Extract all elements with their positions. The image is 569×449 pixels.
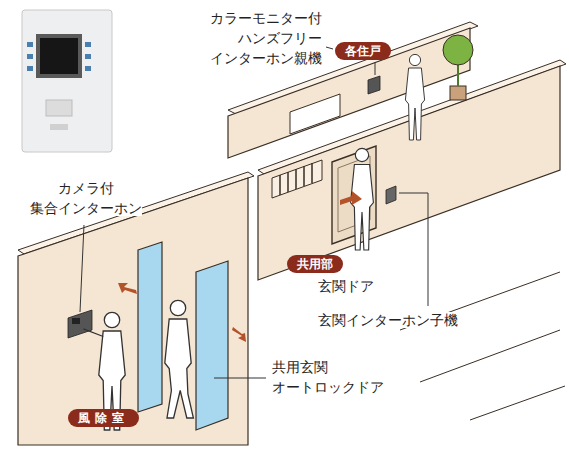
arm bbox=[83, 329, 103, 337]
leader-line bbox=[214, 378, 266, 379]
callout-label: カメラ付 集合インターホン bbox=[30, 178, 142, 218]
body bbox=[351, 165, 374, 251]
grille-bars bbox=[280, 163, 312, 195]
label-text: 玄関ドア bbox=[318, 278, 374, 294]
floor-line bbox=[400, 272, 565, 420]
window bbox=[290, 94, 340, 134]
monitor-button bbox=[27, 54, 33, 59]
indoor-unit bbox=[368, 76, 380, 94]
monitor-button bbox=[85, 66, 91, 71]
people bbox=[83, 54, 424, 430]
head bbox=[104, 312, 119, 327]
monitor-button bbox=[85, 54, 91, 59]
monitor-button bbox=[50, 124, 68, 130]
grille bbox=[272, 160, 322, 198]
move-arrow bbox=[118, 283, 137, 294]
door-intercom bbox=[386, 186, 396, 204]
head bbox=[170, 300, 185, 315]
callout-label: カラーモニター付 ハンズフリー インターホン親機 bbox=[210, 8, 322, 68]
person bbox=[405, 54, 424, 140]
area-badge: 各住戸 bbox=[335, 42, 391, 60]
callout-label: 玄関インターホン子機 bbox=[318, 310, 458, 330]
body bbox=[405, 68, 424, 140]
glass-door bbox=[196, 261, 228, 430]
label-text: 玄関インターホン子機 bbox=[318, 312, 458, 328]
leader-line bbox=[399, 193, 428, 306]
entrance-intercom bbox=[68, 310, 92, 338]
corridor-wall bbox=[258, 66, 560, 280]
area-badge: 風除室 bbox=[68, 409, 139, 427]
badge-text: 風除室 bbox=[78, 411, 129, 425]
callout-label: 共用玄関 オートロックドア bbox=[272, 357, 384, 397]
leader-line bbox=[375, 62, 376, 75]
head bbox=[355, 148, 368, 161]
walls bbox=[18, 22, 566, 445]
badge-text: 各住戸 bbox=[345, 44, 381, 58]
label-text: カメラ付 集合インターホン bbox=[30, 180, 142, 216]
monitor-button bbox=[27, 42, 33, 47]
pot bbox=[450, 86, 466, 100]
head bbox=[409, 54, 420, 65]
callout-label: 玄関ドア bbox=[318, 276, 374, 296]
monitor-body bbox=[22, 10, 112, 152]
area-badge: 共用部 bbox=[287, 255, 343, 273]
monitor-speaker bbox=[46, 100, 72, 116]
camera-lens bbox=[72, 318, 80, 324]
leader-line bbox=[326, 47, 333, 49]
monitor-frame bbox=[36, 34, 82, 78]
move-arrow bbox=[232, 327, 246, 342]
person bbox=[165, 300, 194, 418]
badge-text: 共用部 bbox=[297, 257, 333, 271]
monitor-button bbox=[85, 42, 91, 47]
monitor-photo bbox=[22, 10, 112, 152]
monitor-button bbox=[27, 66, 33, 71]
leaves bbox=[443, 35, 473, 65]
glass-door bbox=[138, 242, 162, 412]
plant bbox=[443, 35, 473, 100]
label-text: 共用玄関 オートロックドア bbox=[272, 359, 384, 395]
move-arrow bbox=[340, 191, 362, 205]
leader-line bbox=[80, 225, 84, 312]
monitor-screen bbox=[40, 38, 78, 74]
vestibule-wall bbox=[18, 178, 248, 445]
label-text: カラーモニター付 ハンズフリー インターホン親機 bbox=[210, 10, 322, 66]
body bbox=[165, 319, 194, 418]
